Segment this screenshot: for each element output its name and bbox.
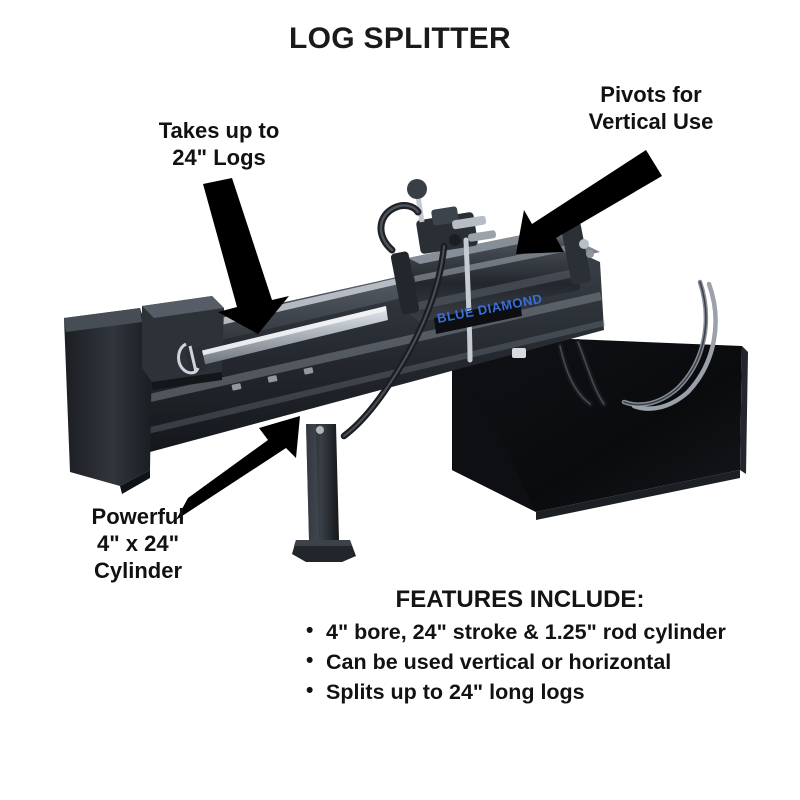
callout-pivots-for-vertical-use: Pivots for Vertical Use: [588, 82, 714, 134]
hydraulic-hoses: [621, 279, 718, 411]
plate-hoses: [557, 339, 607, 407]
down-left-arrow: [516, 150, 662, 254]
up-right-arrow: [176, 416, 300, 520]
callout-powerful-cylinder: Powerful 4" x 24" Cylinder: [91, 504, 185, 583]
feature-item: 4" bore, 24" stroke & 1.25" rod cylinder: [306, 617, 800, 647]
feature-item: Can be used vertical or horizontal: [306, 647, 800, 677]
support-leg: [292, 424, 356, 562]
retaining-pin: [177, 342, 200, 375]
page-title: LOG SPLITTER: [289, 22, 511, 55]
hydraulic-rod: [186, 306, 388, 373]
down-right-arrow: [203, 178, 289, 334]
cylinder-feed-hose: [340, 237, 473, 440]
control-valve-lever: [377, 179, 497, 254]
callout-takes-up-to-24-logs: Takes up to 24" Logs: [158, 118, 280, 170]
hose-fitting: [512, 348, 526, 358]
mounting-plate: [452, 334, 748, 520]
feature-item: Splits up to 24" long logs: [306, 677, 800, 707]
features-list: 4" bore, 24" stroke & 1.25" rod cylinder…: [278, 617, 800, 707]
features-heading: FEATURES INCLUDE:: [395, 586, 645, 613]
